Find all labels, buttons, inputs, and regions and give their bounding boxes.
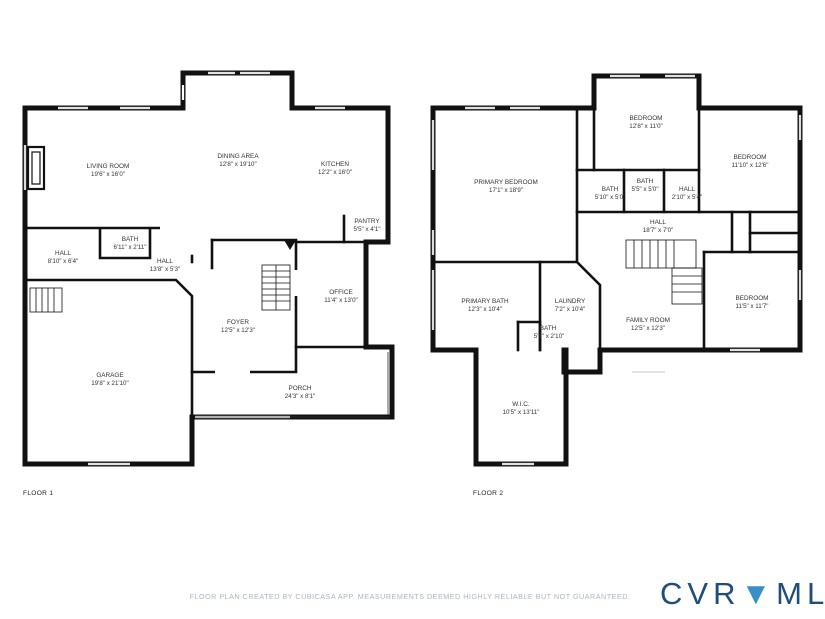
cvrmls-logo: CVR▼MLS [660,576,825,612]
floor-1-label: FLOOR 1 [23,490,53,497]
location-pin-icon: ▼ [740,576,777,611]
room-dims: 17'1" x 18'9" [489,187,523,194]
room-dims: 19'8" x 21'10" [91,380,128,387]
room-name: LAUNDRY [555,298,586,305]
room-dims: 12'3" x 10'4" [468,306,502,313]
room-dims: 8'10" x 6'4" [48,258,79,265]
room-dims: 11'4" x 13'0" [324,297,357,304]
room-dims: 18'7" x 7'0" [643,227,674,234]
room-dims: 24'3" x 8'1" [285,393,316,400]
room-name: KITCHEN [321,161,349,168]
room-name: HALL [679,186,695,193]
room-name: HALL [650,219,666,226]
room-name: BATH [637,178,654,185]
room-name: PANTRY [354,218,380,225]
room-name: DINING AREA [217,153,259,160]
room-dims: 13'8" x 5'3" [150,266,181,273]
room-dims: 6'11" x 2'11" [113,244,146,251]
room-name: BATH [602,186,619,193]
room-name: BEDROOM [733,154,766,161]
room-name: BEDROOM [629,115,662,122]
floor-1-plan [22,70,395,467]
room-name: FOYER [227,319,249,326]
room-name: PRIMARY BATH [461,298,509,305]
room-name: BEDROOM [735,295,768,302]
room-name: PORCH [288,385,311,392]
room-dims: 10'5" x 13'11" [503,409,540,416]
room-name: GARAGE [96,372,123,379]
room-dims: 11'10" x 12'6" [732,162,769,169]
room-dims: 12'2" x 16'0" [318,169,352,176]
floor-2-labels: BEDROOM 12'8" x 11'0" BEDROOM 11'10" x 1… [461,115,768,497]
room-dims: 12'5" x 12'3" [221,327,255,334]
room-dims: 12'8" x 11'0" [629,123,662,130]
brand-left: CVR [660,576,741,611]
room-dims: 5'5" x 5'0" [631,186,658,193]
room-name: PRIMARY BEDROOM [474,179,538,186]
room-dims: 5'3" x 2'10" [534,333,565,340]
room-name: OFFICE [329,289,352,296]
floor-2-label: FLOOR 2 [473,490,503,497]
floor-1-labels: LIVING ROOM 19'6" x 16'0" DINING AREA 12… [23,153,381,497]
room-dims: 12'8" x 19'10" [219,161,256,168]
floor-2-plan [430,73,803,467]
room-dims: 5'5" x 4'1" [353,226,380,233]
room-dims: 12'5" x 12'3" [631,325,665,332]
room-name: BATH [122,236,139,243]
room-dims: 11'5" x 11'7" [735,303,768,310]
room-dims: 19'6" x 16'0" [91,171,125,178]
room-name: HALL [55,250,71,257]
room-dims: 5'10" x 5'0" [595,194,626,201]
room-dims: 2'10" x 5'4" [672,194,703,201]
room-name: LIVING ROOM [87,163,130,170]
room-name: W.I.C. [512,401,530,408]
brand-right: MLS [776,576,825,611]
room-name: FAMILY ROOM [626,317,670,324]
room-name: HALL [157,258,173,265]
disclaimer-text: FLOOR PLAN CREATED BY CUBICASA APP. MEAS… [189,592,631,601]
room-dims: 7'2" x 10'4" [555,306,586,313]
room-name: BATH [540,325,557,332]
